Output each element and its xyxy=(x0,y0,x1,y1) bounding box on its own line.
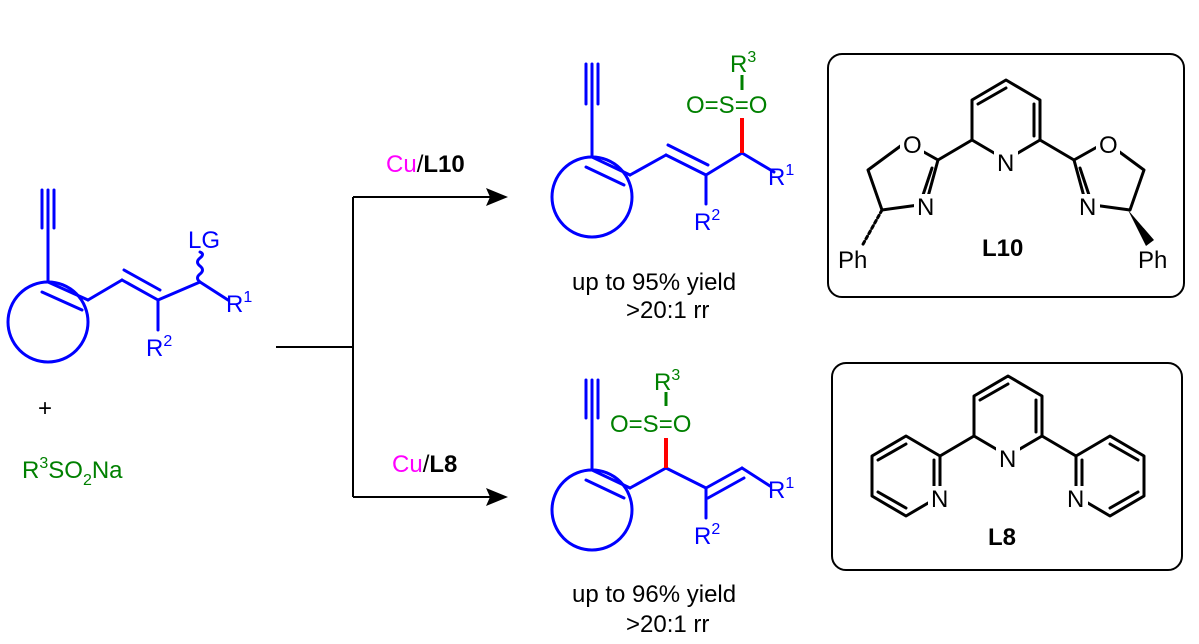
condition-lower: Cu/L8 xyxy=(392,451,457,478)
l10-n-left-mask xyxy=(914,194,938,218)
product-lower-chain-1 xyxy=(628,466,668,490)
product-lower-rr: >20:1 rr xyxy=(626,611,709,638)
product-lower-r2-label: R2 xyxy=(694,521,720,550)
reactant-chain-double xyxy=(122,268,162,292)
l8-right-double-3 xyxy=(1108,490,1140,510)
reactant-exocyclic-bond xyxy=(46,280,90,302)
plus-sign: + xyxy=(38,395,52,422)
product-upper-yield: up to 95% yield xyxy=(572,269,736,296)
l10-ph-right: Ph xyxy=(1138,247,1167,274)
ligand-l10-frame xyxy=(827,53,1185,298)
product-lower-yield: up to 96% yield xyxy=(572,581,736,608)
l10-o-left-mask xyxy=(900,132,924,156)
l8-n-left: N xyxy=(931,486,948,513)
product-upper-r2-label: R2 xyxy=(694,207,720,236)
l10-n-right-mask xyxy=(1076,194,1100,218)
reactant-r2-label: R2 xyxy=(146,333,172,362)
reactant-chain-2 xyxy=(120,278,160,302)
l10-name: L10 xyxy=(982,235,1023,262)
l8-right-double-2 xyxy=(1108,442,1140,462)
product-upper-r1-label: R1 xyxy=(768,162,794,191)
product-upper-exocyclic xyxy=(590,155,632,177)
reactant-wavy-bond xyxy=(196,250,204,284)
product-upper-chain-2 xyxy=(664,153,708,177)
reactant-chain-3 xyxy=(156,280,202,302)
l8-n-center-mask xyxy=(996,446,1020,470)
l8-right-link xyxy=(1040,434,1078,458)
product-lower-exocyclic-double xyxy=(584,478,626,500)
product-upper-sulfonyl: O=S=O xyxy=(686,92,767,119)
ligand-l8-frame xyxy=(831,362,1183,571)
l10-left-cn-double xyxy=(920,166,934,200)
condition-upper: Cu/L10 xyxy=(386,151,465,178)
product-lower-chain-3 xyxy=(704,466,744,490)
l10-n-right: N xyxy=(1079,194,1096,221)
product-lower-chain-double xyxy=(706,476,746,500)
l8-center-ring xyxy=(972,374,1044,458)
l10-n-pyridine: N xyxy=(997,150,1014,177)
l8-left-double-2 xyxy=(876,442,908,462)
product-lower-r1-bond xyxy=(740,466,772,488)
l10-pyridine-double-1 xyxy=(976,86,1008,106)
branch-arrows xyxy=(276,196,490,498)
reactant-lg-label: LG xyxy=(188,227,220,254)
l10-right-cn-double xyxy=(1078,166,1092,200)
product-upper-rr: >20:1 rr xyxy=(626,297,709,324)
l8-n-left-mask xyxy=(928,486,952,510)
product-lower-sulfonyl: O=S=O xyxy=(610,411,691,438)
l10-o-right: O xyxy=(1099,132,1118,159)
l10-pyridine-ring xyxy=(970,78,1042,162)
l10-o-right-mask xyxy=(1096,132,1120,156)
product-upper-r1-bond xyxy=(740,151,776,174)
reactant-chain-1 xyxy=(86,278,124,302)
product-upper-chain-3 xyxy=(704,151,744,177)
reactant-r1-bond xyxy=(198,280,230,302)
l10-right-wedge-bond xyxy=(1128,210,1154,246)
l10-ph-left: Ph xyxy=(838,247,867,274)
product-lower-exocyclic xyxy=(590,468,632,490)
product-upper-chain-1 xyxy=(628,153,668,177)
product-upper-structure xyxy=(550,62,776,239)
l10-right-link xyxy=(1038,138,1076,162)
product-upper-exocyclic-double xyxy=(584,165,626,187)
l8-n-center: N xyxy=(999,446,1016,473)
product-lower-r3-label: R3 xyxy=(654,367,680,396)
l10-o-left: O xyxy=(903,132,922,159)
product-lower-r1-label: R1 xyxy=(768,475,794,504)
l10-n-left: N xyxy=(917,194,934,221)
reactant-r1-label: R1 xyxy=(226,289,252,318)
reactant-exocyclic-double xyxy=(40,290,84,312)
arrow-head-lower xyxy=(486,488,508,506)
l8-center-double-1 xyxy=(978,382,1010,402)
l8-name: L8 xyxy=(988,524,1016,551)
l8-left-double-3 xyxy=(876,490,908,510)
l8-left-link xyxy=(938,434,976,458)
product-upper-r3-label: R3 xyxy=(730,49,756,78)
product-lower-structure xyxy=(550,378,772,552)
l10-left-link xyxy=(936,138,974,162)
l10-left-hashed-bond xyxy=(860,208,884,248)
l8-n-right-mask xyxy=(1064,486,1088,510)
l10-n-pyridine-mask xyxy=(994,150,1018,174)
arrow-head-upper xyxy=(486,188,508,206)
reactant-structure xyxy=(6,188,230,364)
l8-n-right: N xyxy=(1067,486,1084,513)
reagent-formula: R3SO2Na xyxy=(22,455,123,489)
product-lower-chain-2 xyxy=(664,466,708,490)
product-upper-chain-double xyxy=(666,143,710,167)
